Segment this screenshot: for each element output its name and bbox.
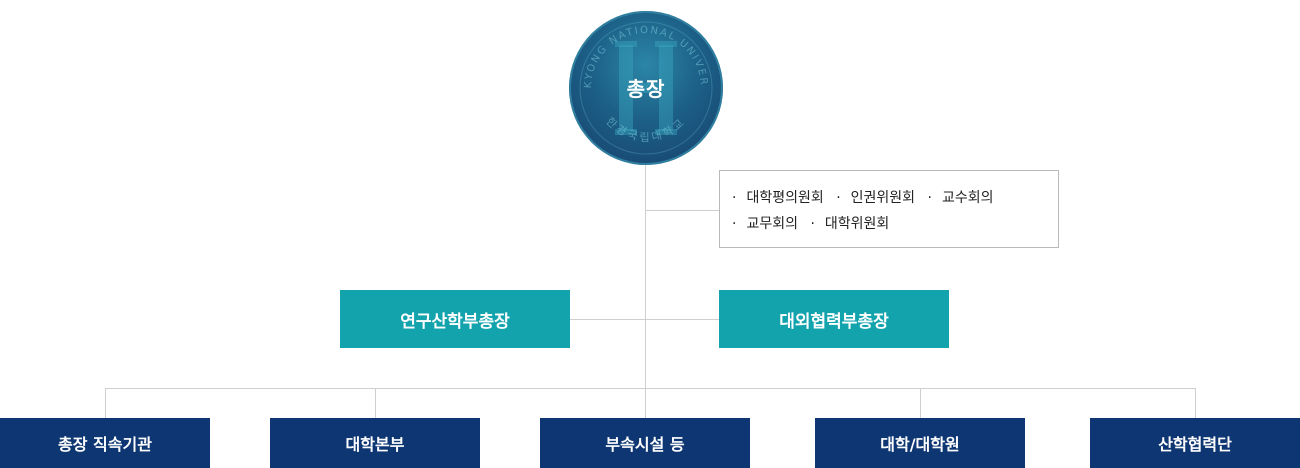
committee-item[interactable]: 대학평의원회 <box>732 190 824 206</box>
trunk-line <box>645 165 646 418</box>
unit-drop-2 <box>375 388 376 418</box>
committee-row-1: 대학평의원회 인권위원회 교수회의 <box>732 185 1058 211</box>
unit-headquarters[interactable]: 대학본부 <box>270 418 480 468</box>
committee-item[interactable]: 교무회의 <box>732 216 798 232</box>
unit-drop-1 <box>105 388 106 418</box>
committee-item[interactable]: 인권위원회 <box>836 190 915 206</box>
svg-text:한경국립대학교: 한경국립대학교 <box>603 115 688 144</box>
vice-president-research-box[interactable]: 연구산학부총장 <box>340 290 570 348</box>
unit-affiliated-facilities[interactable]: 부속시설 등 <box>540 418 750 468</box>
university-seal-icon: HANKYONG NATIONAL UNIVERSITY 한경국립대학교 <box>569 11 713 155</box>
vice-president-external-box[interactable]: 대외협력부총장 <box>719 290 949 348</box>
unit-bus-line <box>105 388 1196 389</box>
committee-row-2: 교무회의 대학위원회 <box>732 211 1058 237</box>
unit-industry-cooperation[interactable]: 산학협력단 <box>1090 418 1300 468</box>
vp-connector <box>569 319 719 320</box>
president-emblem[interactable]: HANKYONG NATIONAL UNIVERSITY 한경국립대학교 총장 <box>569 11 723 165</box>
unit-president-direct[interactable]: 총장 직속기관 <box>0 418 210 468</box>
committee-item[interactable]: 교수회의 <box>928 190 994 206</box>
committee-item[interactable]: 대학위원회 <box>810 216 889 232</box>
emblem-text-bottom: 한경국립대학교 <box>603 115 685 144</box>
president-title: 총장 <box>626 77 666 101</box>
committee-box: 대학평의원회 인권위원회 교수회의 교무회의 대학위원회 <box>719 170 1059 248</box>
committee-connector <box>645 210 719 211</box>
unit-drop-4 <box>920 388 921 418</box>
unit-drop-5 <box>1195 388 1196 418</box>
unit-colleges-graduate[interactable]: 대학/대학원 <box>815 418 1025 468</box>
